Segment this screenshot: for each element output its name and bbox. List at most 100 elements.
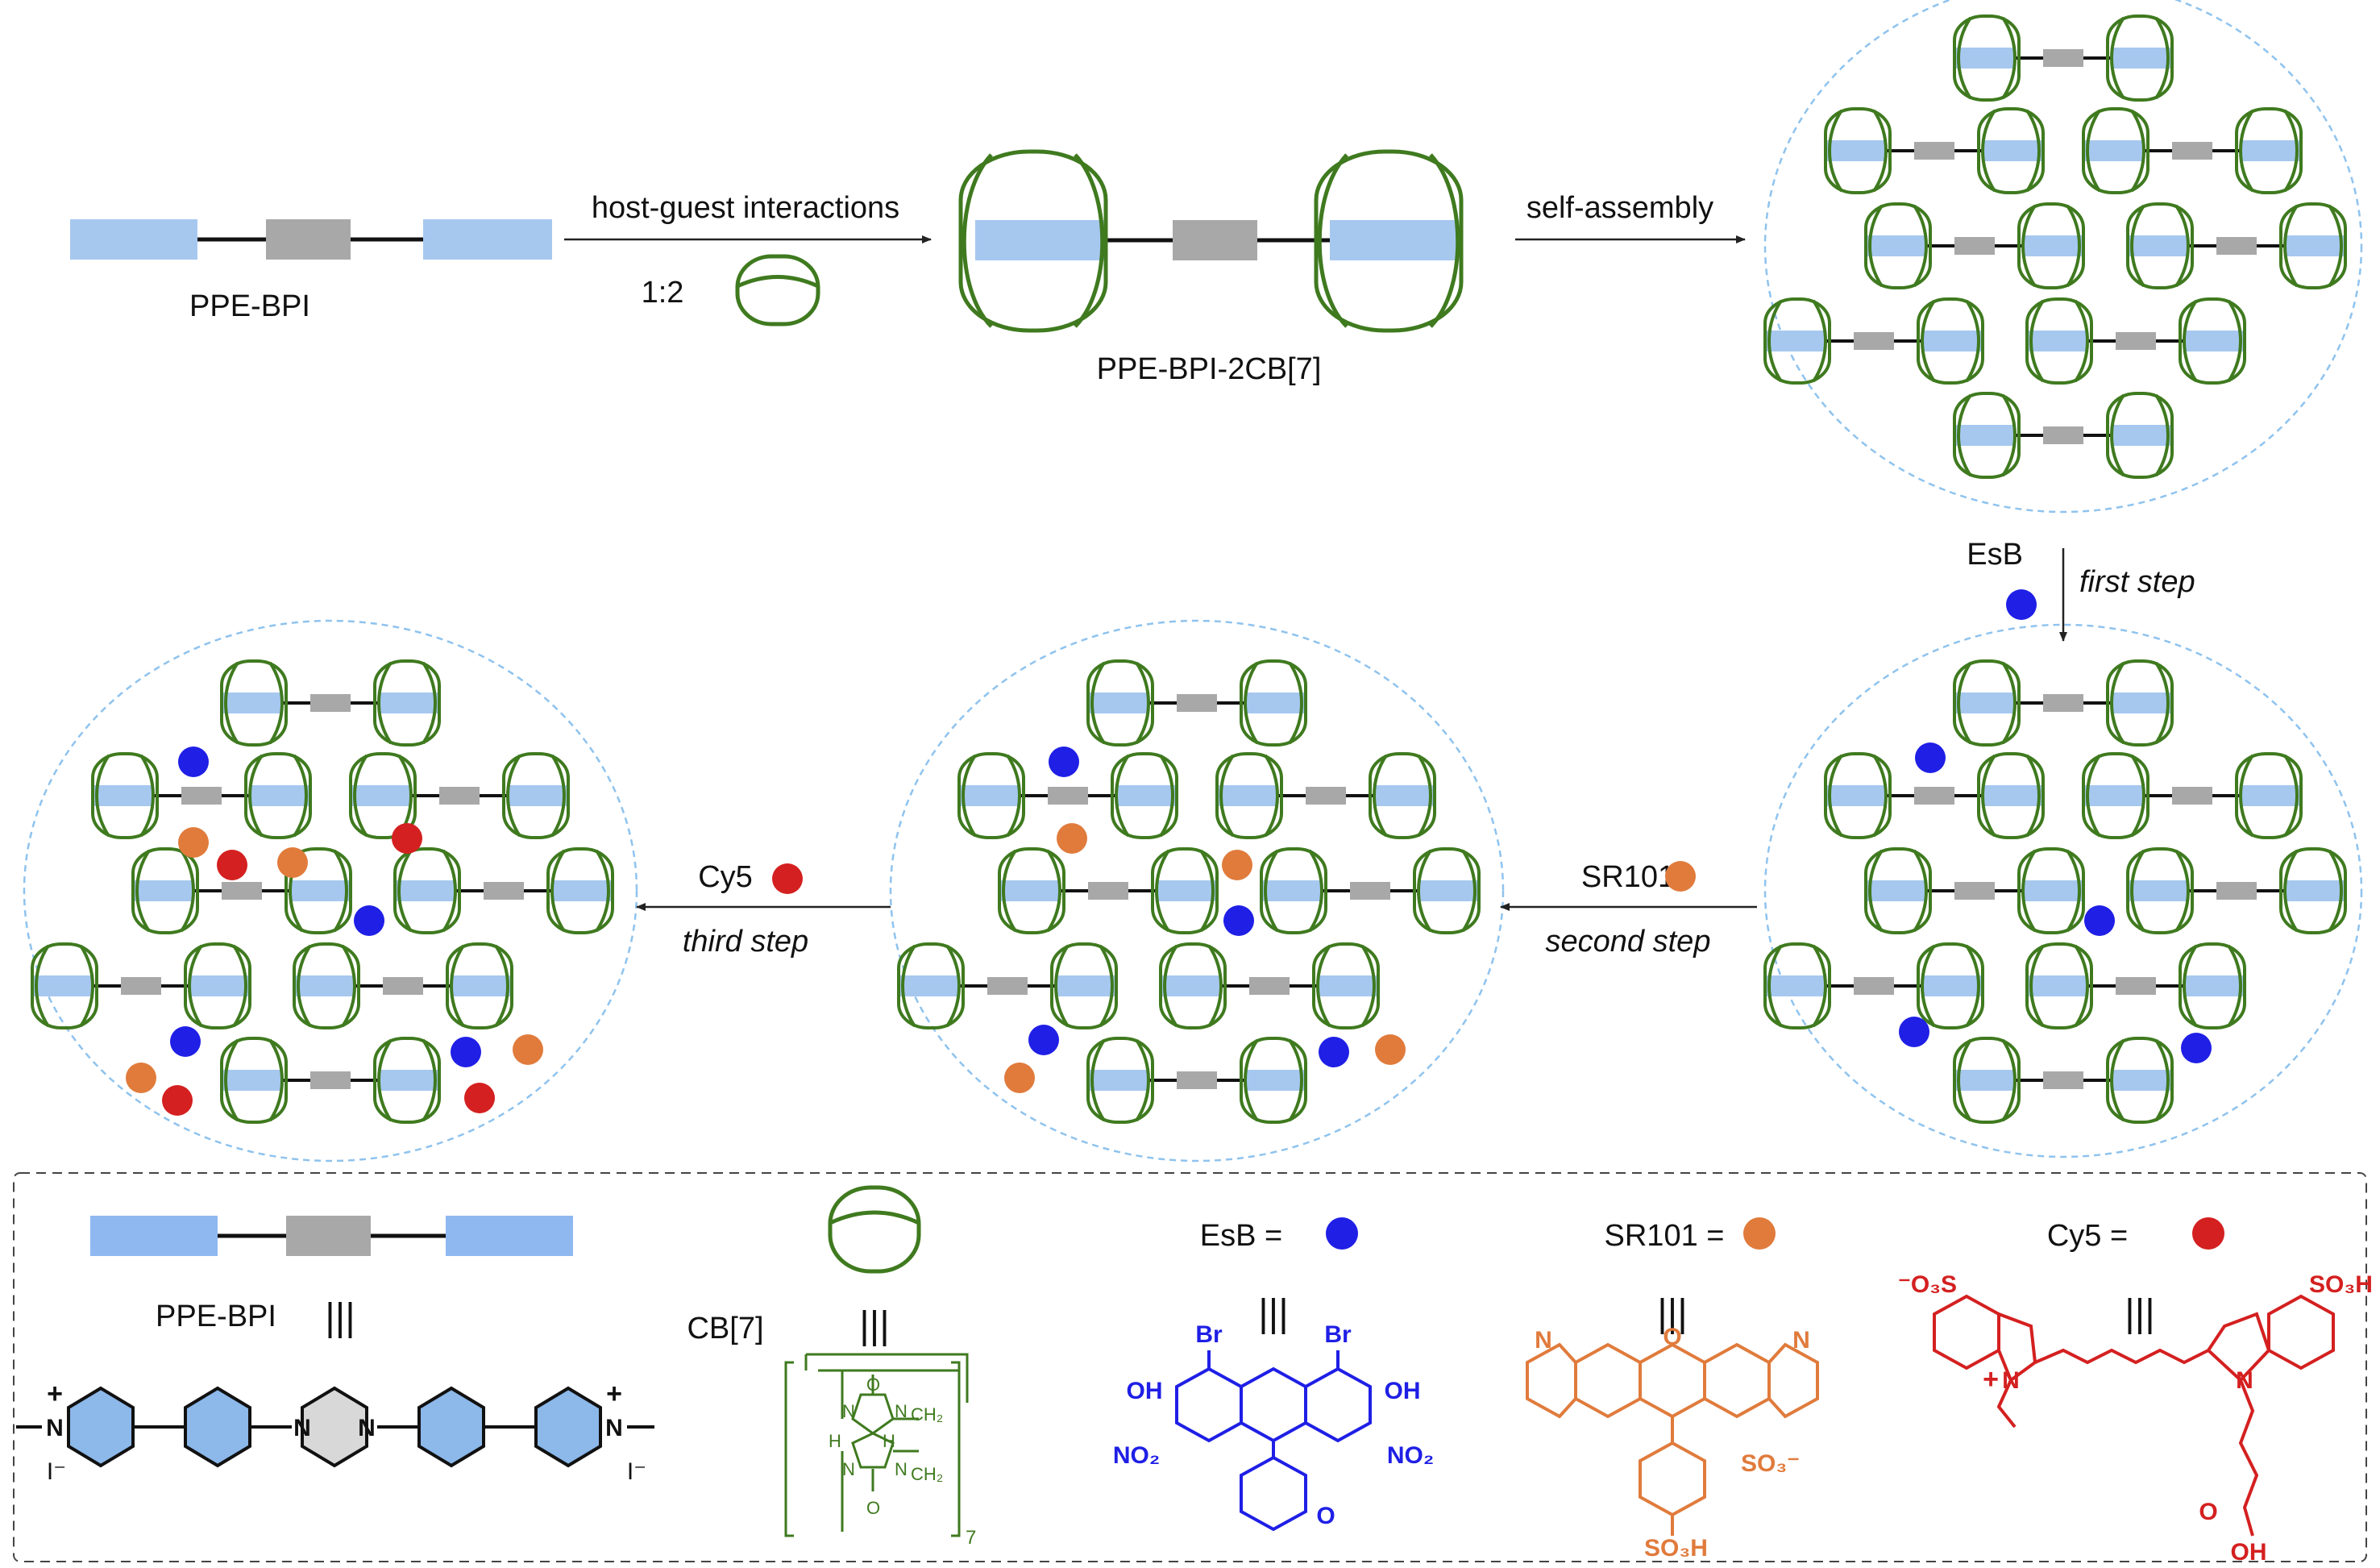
cb7-ring bbox=[1953, 392, 2021, 479]
legend-ppe-bpi-label: PPE-BPI bbox=[156, 1300, 276, 1333]
cb7-ring bbox=[1240, 1037, 1307, 1124]
cb7-o-bottom: O bbox=[866, 1498, 880, 1518]
ppe-bpi-n-center-right: N bbox=[358, 1415, 376, 1441]
complex-unit bbox=[2082, 107, 2303, 194]
legend-esb-dot bbox=[1326, 1217, 1358, 1250]
complex-unit bbox=[2082, 752, 2303, 839]
sr101-dot bbox=[178, 827, 209, 858]
complex-unit bbox=[220, 659, 441, 747]
cb7-ring bbox=[1086, 1037, 1154, 1124]
assembly-initial bbox=[1763, 0, 2363, 514]
cb7-small-icon bbox=[735, 254, 820, 326]
esb-o-lactone: O bbox=[1316, 1503, 1335, 1529]
complex-unit bbox=[2126, 202, 2347, 289]
esb-dot bbox=[2084, 905, 2115, 936]
complex-unit bbox=[1086, 1037, 1307, 1124]
complex-unit bbox=[91, 752, 312, 839]
esb-dot bbox=[354, 905, 384, 936]
cb7-ring bbox=[1240, 659, 1307, 747]
cb7-ring bbox=[1151, 847, 1219, 934]
ppe-bpi-axle bbox=[70, 219, 552, 260]
complex-unit bbox=[393, 847, 614, 934]
complex-unit bbox=[1763, 297, 1984, 385]
complex-unit bbox=[998, 847, 1219, 934]
cb7-ring bbox=[2025, 297, 2093, 385]
cb7-structure bbox=[784, 1353, 969, 1537]
complex-unit bbox=[293, 942, 513, 1029]
assembly-esb-sr101-loaded bbox=[889, 619, 1505, 1162]
complex-unit bbox=[957, 752, 1178, 839]
legend-sr101-label: SR101 = bbox=[1605, 1219, 1725, 1253]
sr101-so3h: SO₃H bbox=[1644, 1535, 1708, 1562]
cb7-ring bbox=[2082, 107, 2149, 194]
complex-unit bbox=[31, 942, 251, 1029]
cb7-ring bbox=[1917, 297, 1984, 385]
esb-dot bbox=[1319, 1037, 1349, 1067]
cb7-ring bbox=[131, 847, 199, 934]
esb-no2-right: NO₂ bbox=[1387, 1442, 1434, 1469]
ppe-bpi-center-unit bbox=[266, 219, 351, 260]
cb7-ring bbox=[1763, 942, 1831, 1029]
sr101-so3: SO₃⁻ bbox=[1741, 1450, 1800, 1477]
sr101-dot bbox=[1222, 850, 1252, 880]
legend-cy5-equiv: ||| bbox=[2125, 1292, 2154, 1335]
legend-esb-equiv: ||| bbox=[1258, 1292, 1288, 1335]
legend-cy5-dot bbox=[2192, 1217, 2224, 1250]
cb7-ring-left bbox=[958, 149, 1108, 333]
cb7-ring bbox=[2106, 1037, 2174, 1124]
self-assembly-label: self-assembly bbox=[1526, 191, 1713, 225]
esb-dot-icon bbox=[2006, 589, 2037, 620]
ppe-bpi-n-plus-left: N bbox=[46, 1415, 64, 1441]
cb7-ring bbox=[293, 942, 360, 1029]
cb7-ring bbox=[446, 942, 513, 1029]
cb7-ring bbox=[1953, 1037, 2021, 1124]
cb7-ring bbox=[1159, 942, 1227, 1029]
cb7-ring bbox=[1312, 942, 1380, 1029]
esb-dot bbox=[178, 747, 209, 777]
esb-oh-right: OH bbox=[1385, 1378, 1421, 1404]
second-step-label: second step bbox=[1546, 925, 1711, 959]
cb7-ring bbox=[1369, 752, 1436, 839]
cy5-n-right: N bbox=[2236, 1367, 2253, 1394]
cb7-ring bbox=[2017, 202, 2085, 289]
complex-unit bbox=[1159, 942, 1380, 1029]
cb7-n-1: N bbox=[842, 1401, 855, 1421]
cb7-ring bbox=[184, 942, 251, 1029]
legend-cb7-equiv: ||| bbox=[859, 1304, 889, 1347]
cb7-ring bbox=[373, 1037, 441, 1124]
sr101-dot bbox=[1057, 823, 1087, 854]
cb7-h-1: H bbox=[829, 1431, 841, 1451]
esb-br-right: Br bbox=[1324, 1321, 1352, 1348]
ppe-bpi-2cb7-complex bbox=[958, 149, 1464, 333]
cb7-ring bbox=[2017, 847, 2085, 934]
legend-sr101-equiv: ||| bbox=[1657, 1292, 1687, 1335]
ppe-bpi-right-unit bbox=[423, 219, 552, 260]
ppe-bpi-label: PPE-BPI bbox=[189, 289, 310, 323]
esb-dot bbox=[1899, 1017, 1929, 1047]
complex-unit bbox=[1086, 659, 1307, 747]
ppe-bpi-n-plus-right: N bbox=[605, 1415, 623, 1441]
complex-unit bbox=[131, 847, 352, 934]
ppe-bpi-left-unit bbox=[70, 219, 197, 260]
legend-esb-label: EsB = bbox=[1200, 1219, 1282, 1253]
cb7-ring bbox=[1864, 202, 1932, 289]
legend-cy5-label: Cy5 = bbox=[2047, 1219, 2128, 1253]
legend-ppe-bpi-cartoon bbox=[90, 1216, 573, 1256]
cb7-ring bbox=[2126, 202, 2194, 289]
sr101-n-left: N bbox=[1535, 1327, 1552, 1354]
esb-dot bbox=[1915, 742, 1946, 773]
cb7-ch2-1: CH₂ bbox=[911, 1404, 943, 1425]
complex-unit bbox=[897, 942, 1118, 1029]
cb7-ring bbox=[220, 1037, 288, 1124]
cy5-charge: + bbox=[1983, 1364, 1999, 1395]
cb7-ring bbox=[91, 752, 159, 839]
esb-no2-left: NO₂ bbox=[1113, 1442, 1160, 1469]
esb-dot bbox=[1028, 1025, 1059, 1055]
complex-unit bbox=[1864, 847, 2085, 934]
cb7-ring bbox=[220, 659, 288, 747]
cb7-n-3: N bbox=[842, 1459, 855, 1479]
assembly-boundary bbox=[1763, 0, 2363, 514]
complex-unit bbox=[1953, 392, 2174, 479]
sr101-dot bbox=[1375, 1034, 1406, 1065]
cb7-ring bbox=[1953, 659, 2021, 747]
